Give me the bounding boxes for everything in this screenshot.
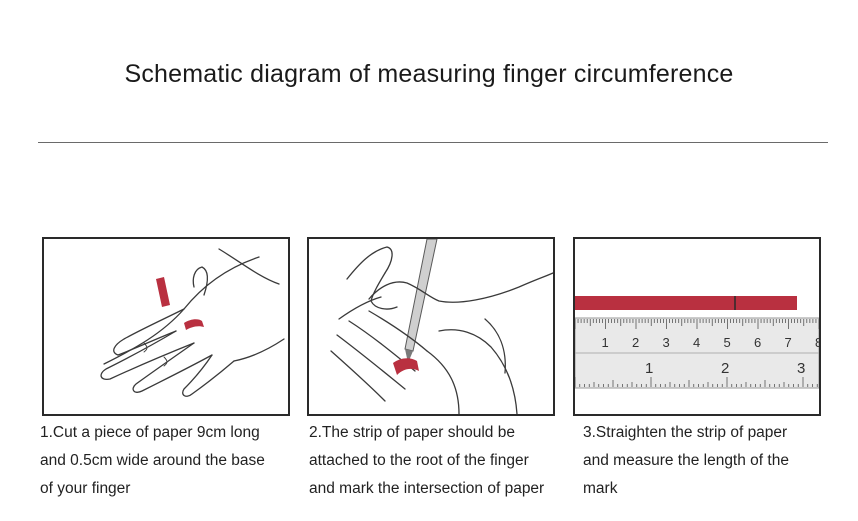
step-3-illustration: 12345678123 xyxy=(573,237,821,416)
caption-line: attached to the root of the finger xyxy=(309,452,529,469)
step-3-caption: 3.Straighten the strip of paper and meas… xyxy=(583,419,789,503)
step-1-caption: 1.Cut a piece of paper 9cm long and 0.5c… xyxy=(40,419,265,503)
ruler-top-number: 2 xyxy=(632,335,639,350)
caption-line: 3.Straighten the strip of paper xyxy=(583,424,788,441)
ruler-top-number: 4 xyxy=(693,335,700,350)
step-2-illustration xyxy=(307,237,555,416)
paper-strip xyxy=(575,296,797,310)
title-divider xyxy=(38,142,828,143)
caption-line: mark xyxy=(583,480,618,497)
diagram-title: Schematic diagram of measuring finger ci… xyxy=(124,60,734,88)
ruler-top-number: 7 xyxy=(785,335,792,350)
ruler-top-number: 3 xyxy=(663,335,670,350)
caption-line: of your finger xyxy=(40,480,131,497)
caption-line: and mark the intersection of paper xyxy=(309,480,545,497)
hand-with-paper-strip-icon xyxy=(100,248,285,397)
caption-line: 2.The strip of paper should be xyxy=(309,424,515,441)
hand-marking-paper-icon xyxy=(330,239,553,414)
ruler-top-number: 6 xyxy=(754,335,761,350)
step-2-caption: 2.The strip of paper should be attached … xyxy=(309,419,544,503)
ruler-top-number: 5 xyxy=(724,335,731,350)
ruler-measurement-icon: 12345678123 xyxy=(575,296,819,389)
ruler-bottom-number: 1 xyxy=(645,360,653,377)
ruler-top-number: 8 xyxy=(815,335,819,350)
ruler-bottom-number: 2 xyxy=(721,360,729,377)
ruler-top-number: 1 xyxy=(602,335,609,350)
step-1-illustration xyxy=(42,237,290,416)
caption-line: and measure the length of the xyxy=(583,452,789,469)
caption-line: 1.Cut a piece of paper 9cm long xyxy=(40,424,260,441)
ruler-bottom-number: 3 xyxy=(797,360,805,377)
caption-line: and 0.5cm wide around the base xyxy=(40,452,265,469)
